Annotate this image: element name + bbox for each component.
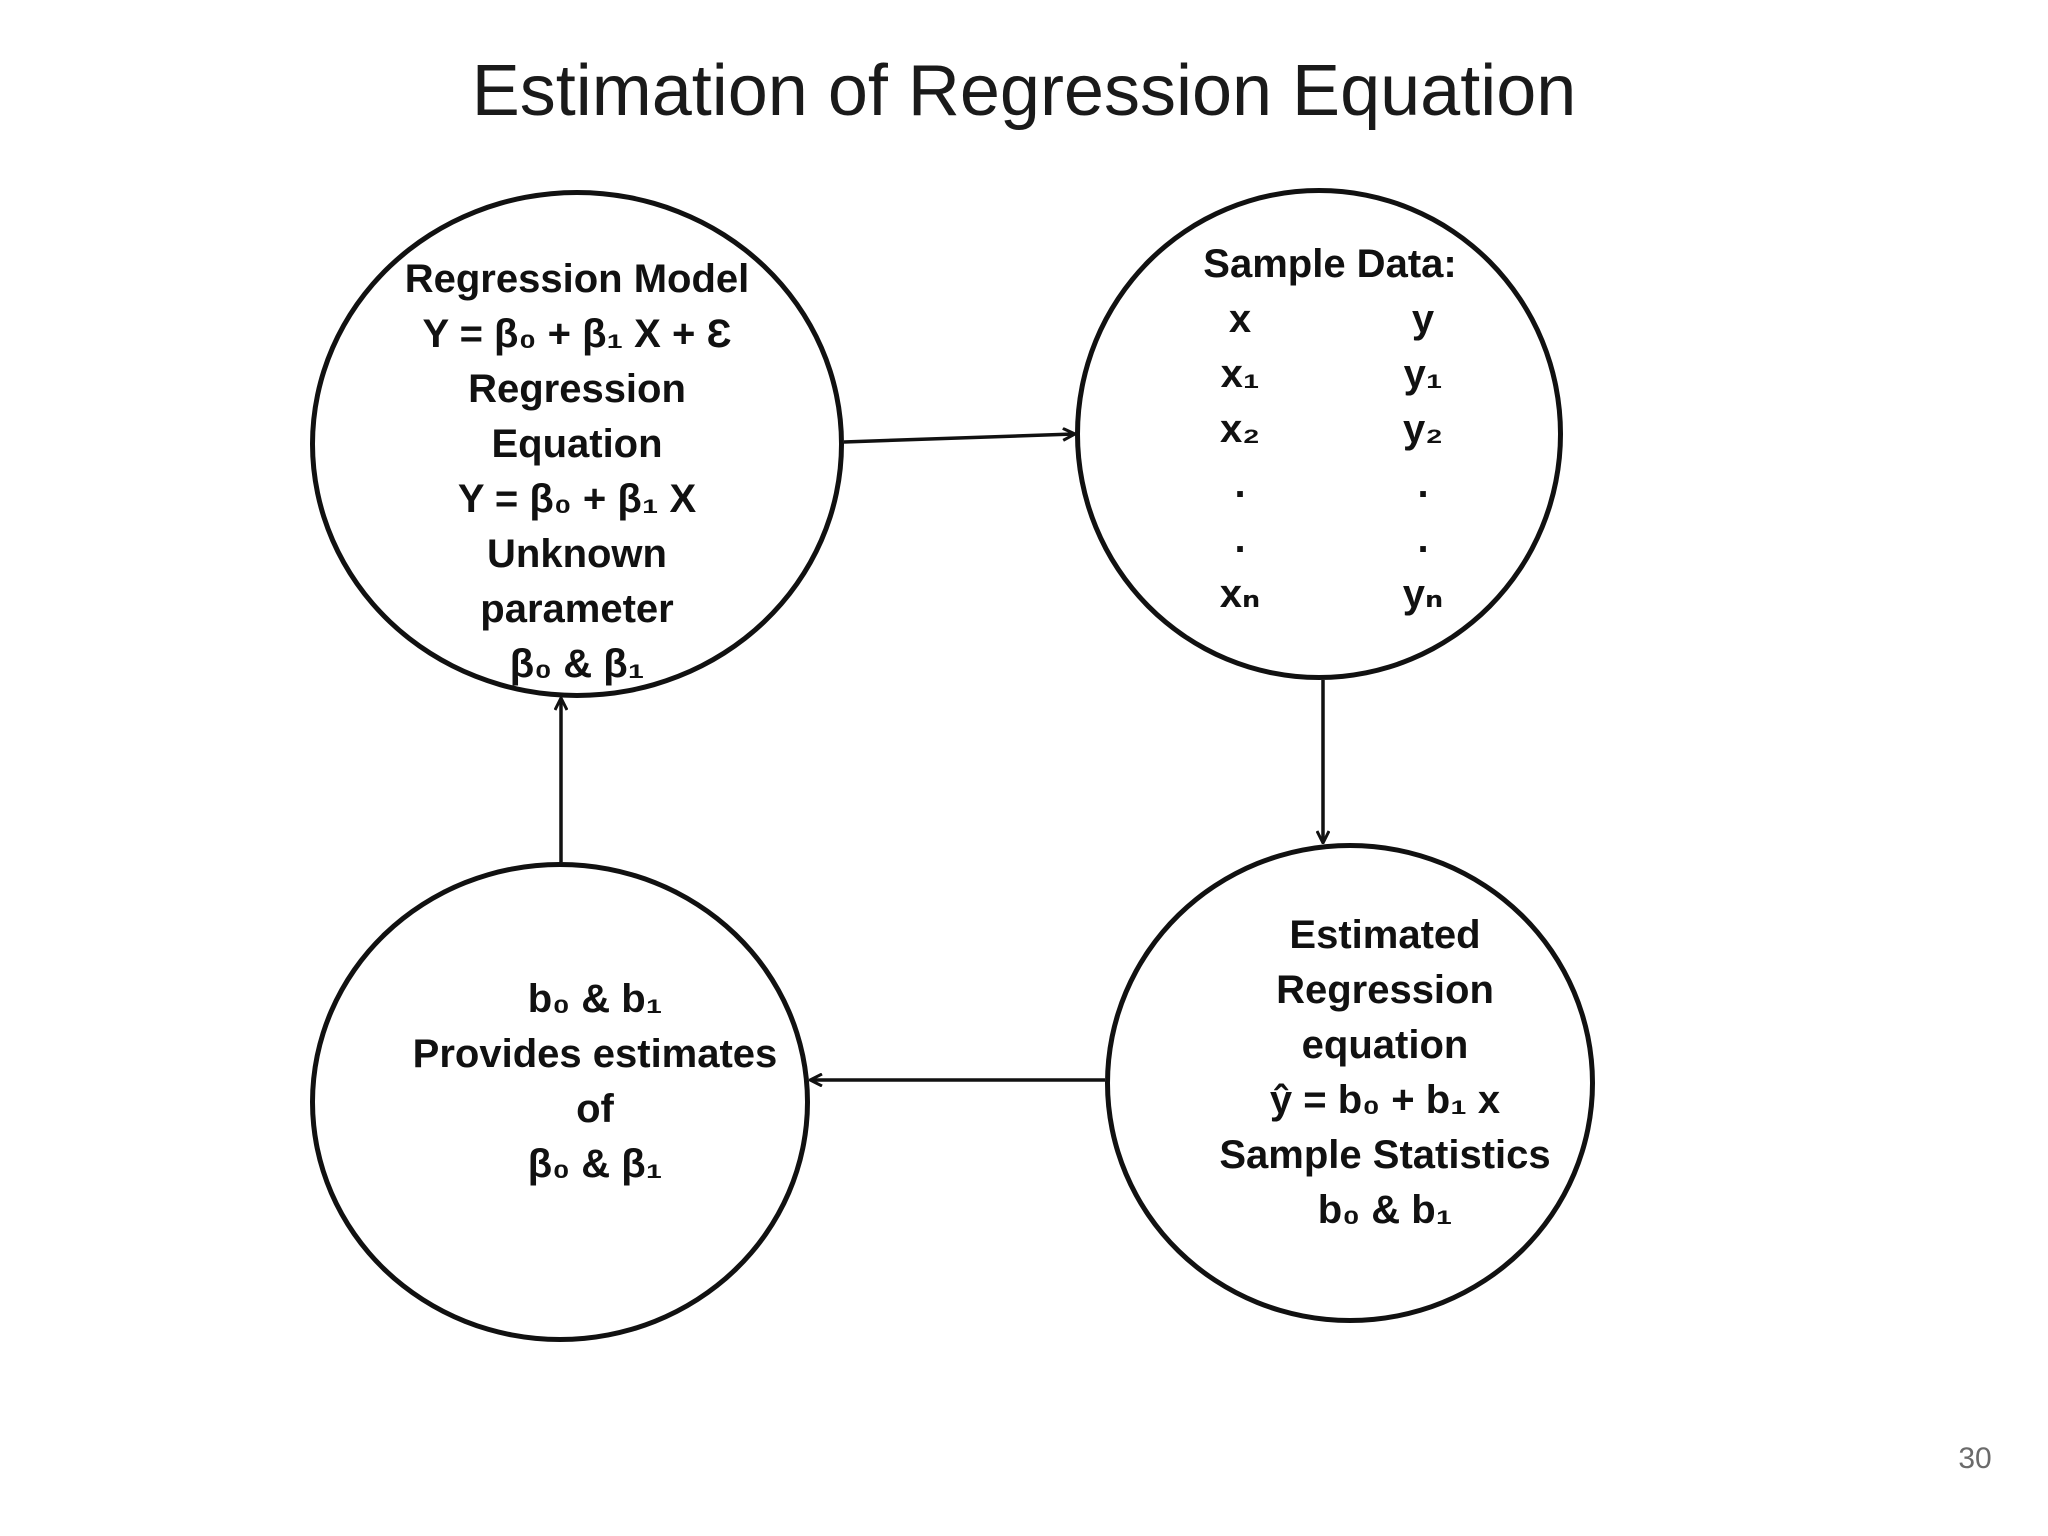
sample-x-value: . xyxy=(1234,462,1246,506)
slide-title: Estimation of Regression Equation xyxy=(471,51,1577,131)
node-line: b₀ & b₁ xyxy=(527,977,663,1021)
regression-model-text: Regression Model Y = β₀ + β₁ X + Ɛ Regre… xyxy=(377,252,777,692)
node-line: of xyxy=(576,1087,614,1131)
estimates-node xyxy=(310,862,810,1342)
node-line: Unknown xyxy=(487,532,667,576)
node-line: Regression xyxy=(468,367,686,411)
sample-x-value: x₂ xyxy=(1219,407,1261,451)
node-line: β₀ & β₁ xyxy=(527,1142,663,1186)
estimated-equation-node xyxy=(1105,843,1595,1323)
page-number: 30 xyxy=(1958,1442,1992,1475)
sample-y-value: y₂ xyxy=(1402,407,1444,451)
sample-x-value: . xyxy=(1234,517,1246,561)
node-line: Sample Statistics xyxy=(1219,1133,1551,1177)
node-line: b₀ & b₁ xyxy=(1317,1188,1453,1232)
sample-x-value: x xyxy=(1228,297,1252,341)
regression-model-node xyxy=(310,190,844,698)
node-line: β₀ & β₁ xyxy=(509,642,645,686)
node-line: Provides estimates xyxy=(412,1032,778,1076)
node-line: Regression xyxy=(1276,968,1494,1012)
sample-x-value: x₁ xyxy=(1220,352,1260,396)
estimates-text: b₀ & b₁ Provides estimates of β₀ & β₁ xyxy=(395,972,795,1192)
node-line: parameter xyxy=(480,587,674,631)
sample-y-value: yₙ xyxy=(1402,572,1444,616)
node-line: Estimated xyxy=(1289,913,1481,957)
sample-x-value: xₙ xyxy=(1219,572,1261,616)
sample-y-column: y y₁ y₂ . . yₙ xyxy=(1383,292,1463,622)
sample-y-value: . xyxy=(1417,517,1429,561)
arrow-model-to-sample xyxy=(843,434,1074,444)
sample-y-value: . xyxy=(1417,462,1429,506)
node-line: Y = β₀ + β₁ X xyxy=(457,477,697,521)
sample-y-value: y xyxy=(1411,297,1435,341)
sample-data-node xyxy=(1075,188,1563,680)
estimated-equation-text: Estimated Regression equation ŷ = b₀ + b… xyxy=(1200,908,1570,1238)
sample-x-column: x x₁ x₂ . . xₙ xyxy=(1200,292,1280,622)
node-line: equation xyxy=(1301,1023,1469,1067)
node-line: Regression Model xyxy=(404,257,750,301)
sample-y-value: y₁ xyxy=(1403,352,1443,396)
node-line: Y = β₀ + β₁ X + Ɛ xyxy=(422,312,732,356)
node-line: Equation xyxy=(491,422,663,466)
node-line: ŷ = b₀ + b₁ x xyxy=(1269,1078,1501,1122)
sample-data-title: Sample Data: xyxy=(1203,242,1457,286)
